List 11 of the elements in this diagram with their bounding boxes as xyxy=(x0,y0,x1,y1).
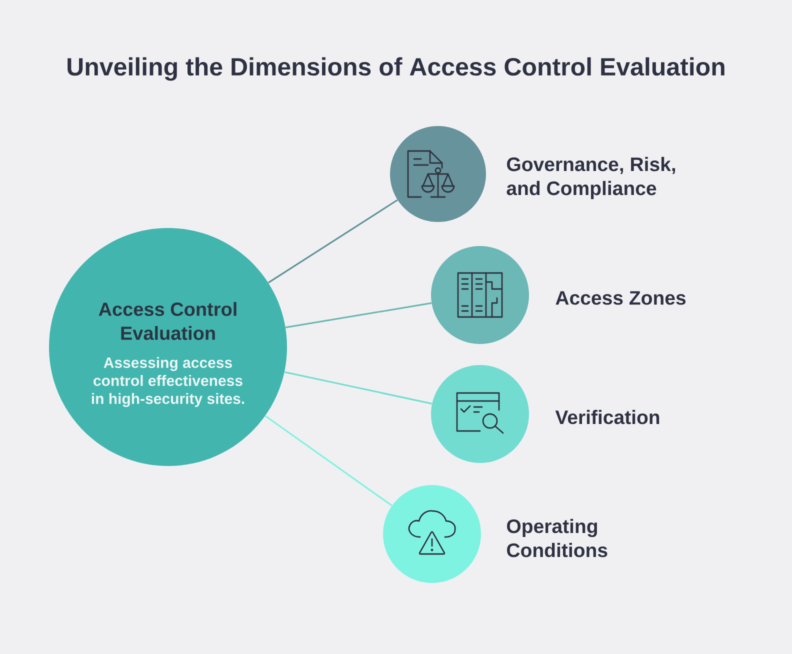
title: Unveiling the Dimensions of Access Control Evaluation xyxy=(68,57,724,81)
connector-line xyxy=(264,415,392,506)
circle-heading: Access Control Evaluation xyxy=(98,302,236,340)
topic-label: Governance, Risk, and Compliance xyxy=(506,156,676,200)
topic-label: Access Zones xyxy=(556,291,686,305)
topic-label: Operating Conditions xyxy=(507,518,608,558)
circle-description: Assessing access control effectiveness in high-security sites. xyxy=(92,356,244,408)
connector-line xyxy=(284,371,432,404)
topic-label: Verification xyxy=(555,410,660,424)
connector-line xyxy=(268,199,398,284)
connector-line xyxy=(285,302,432,328)
